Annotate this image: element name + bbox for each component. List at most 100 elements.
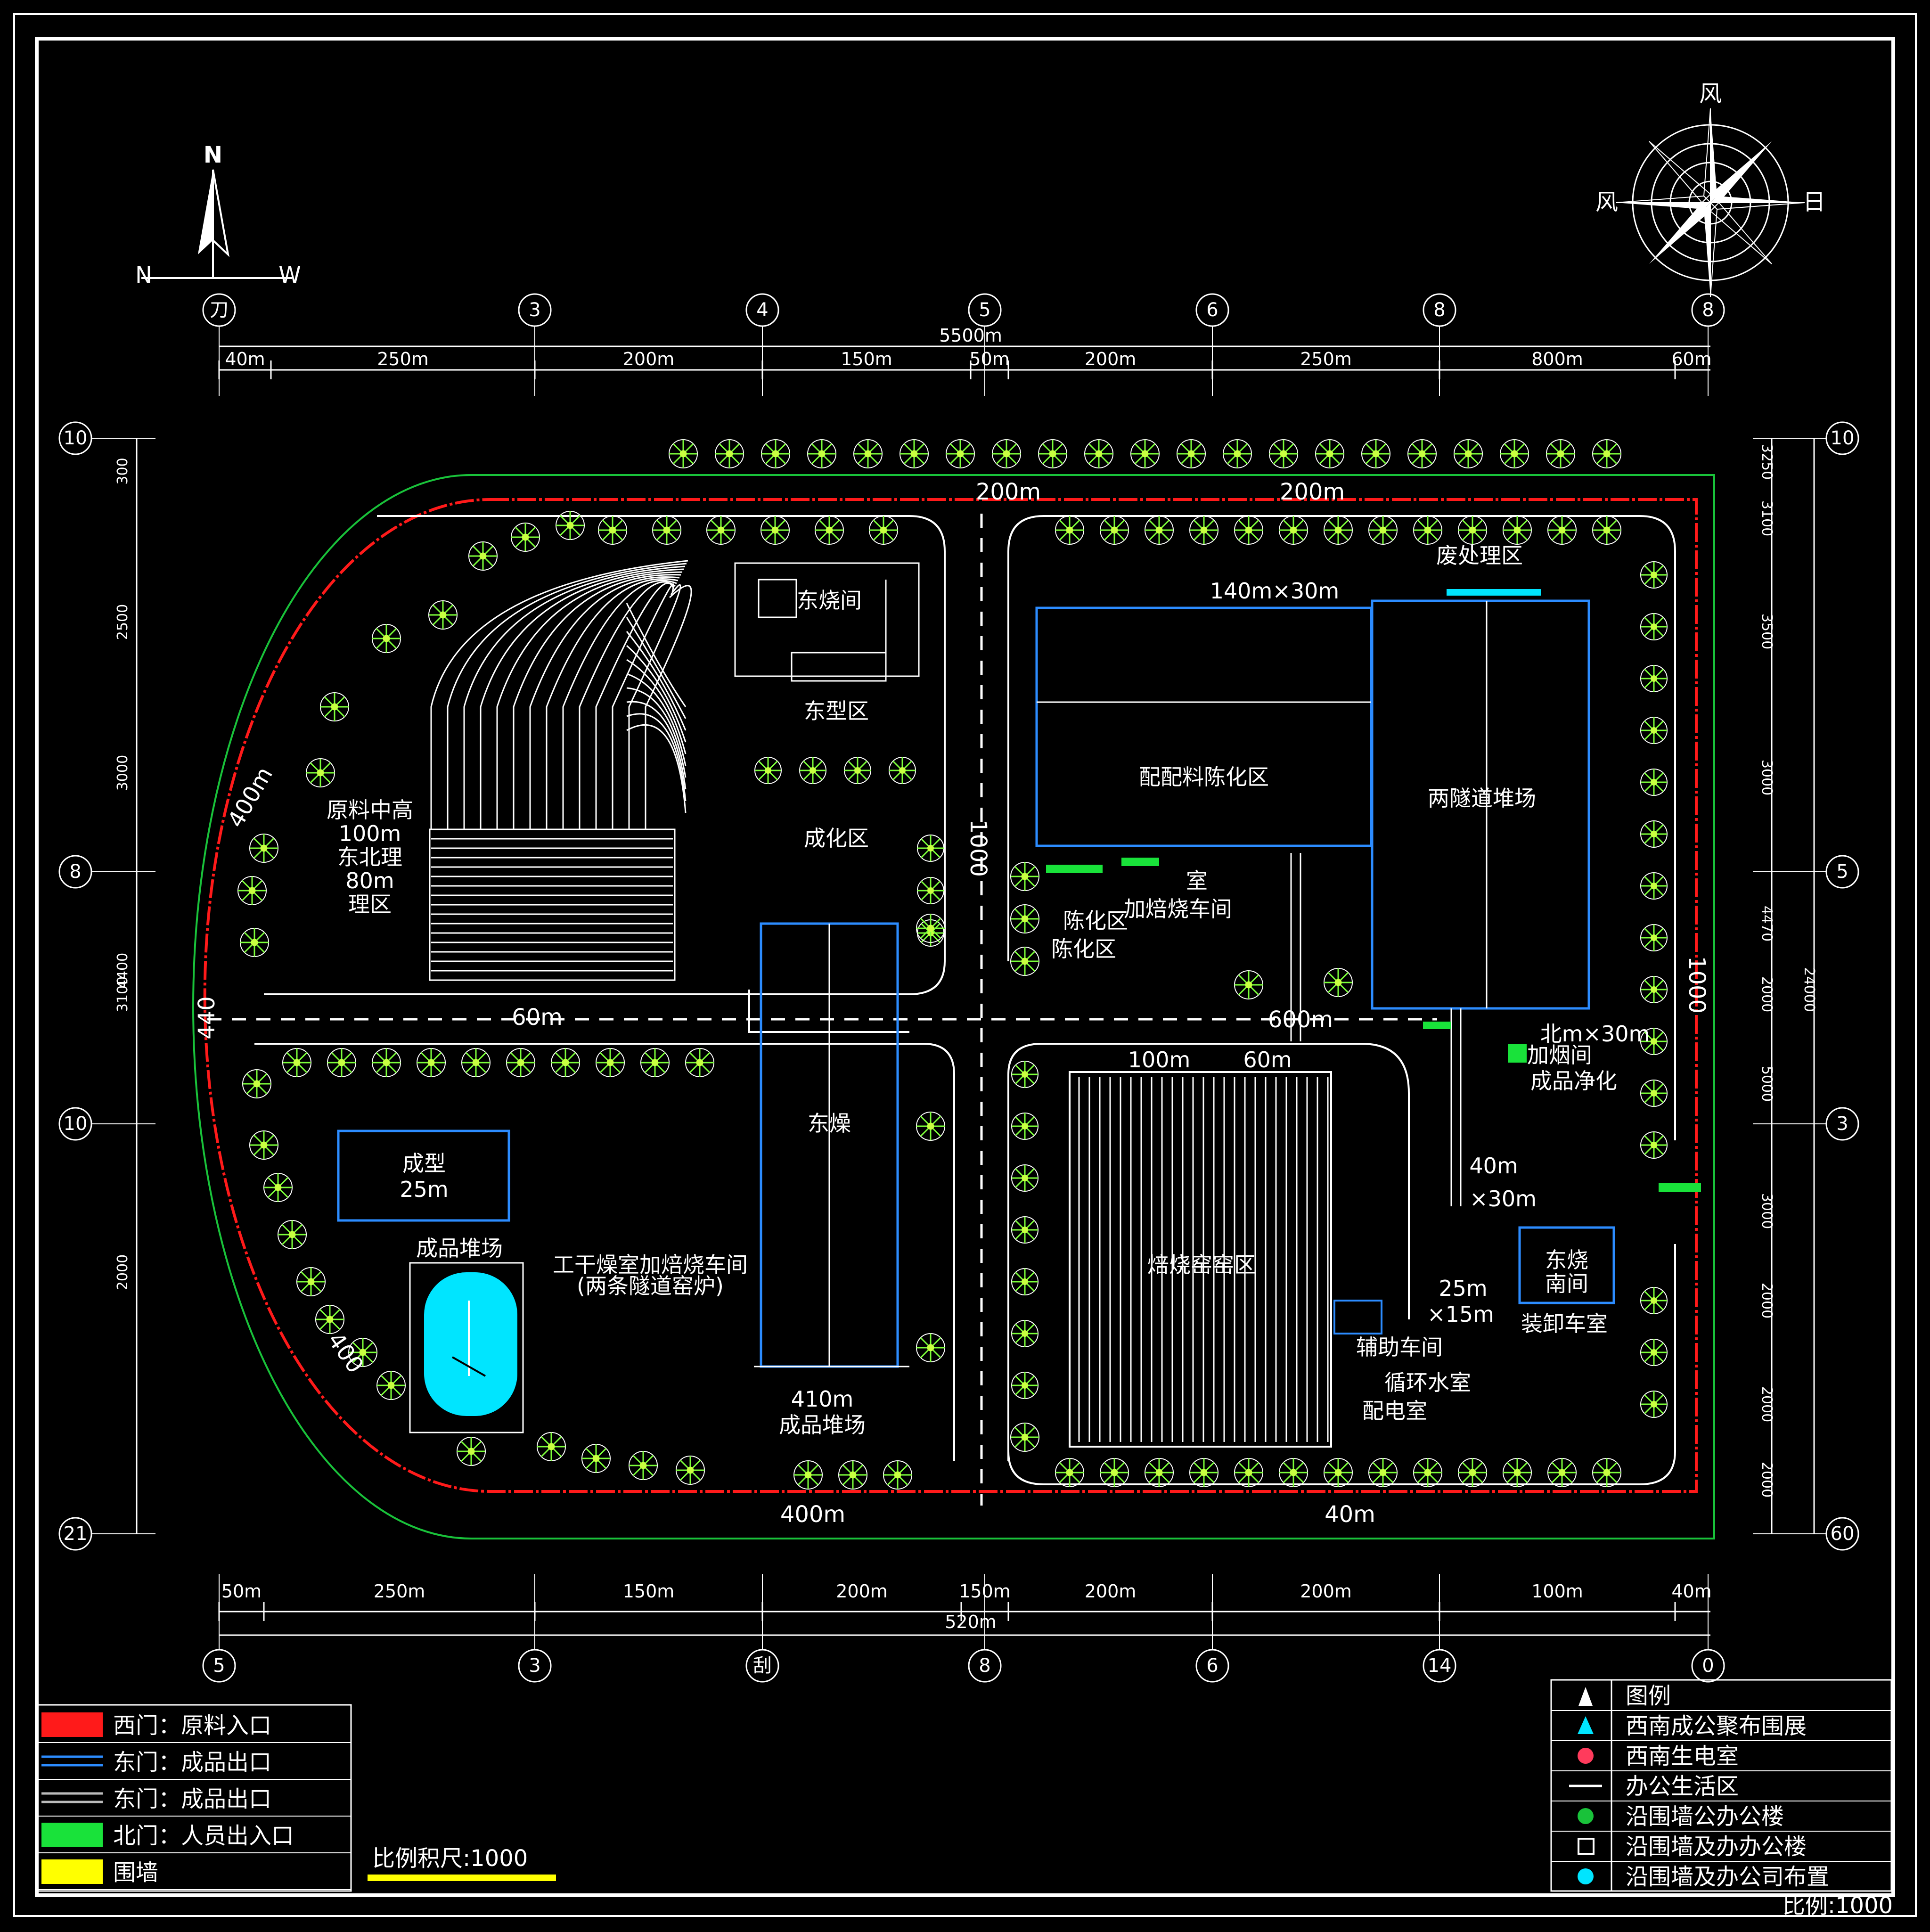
tree-icon [1177, 439, 1206, 468]
dim-bottom-seg-1: 250m [374, 1581, 425, 1602]
dim-top-seg-5: 200m [1085, 349, 1137, 369]
forming-top-label: 东型区 [804, 698, 869, 724]
axis-top-2: 4 [745, 293, 779, 396]
tree-icon [1503, 1458, 1532, 1487]
axis-top-5: 8 [1423, 293, 1456, 396]
axis-left-2: 10 [58, 1107, 155, 1141]
inner-frame [35, 37, 1895, 1897]
tree-icon [1010, 1423, 1039, 1452]
axis-right-0: 10 [1753, 421, 1859, 455]
dim-25-l2: ×15m [1427, 1302, 1494, 1327]
legend-right-text-1: 西南生电室 [1626, 1743, 1739, 1769]
raw-zone-l5: 理区 [348, 892, 392, 917]
tree-icon [598, 516, 627, 545]
forming-l2: 25m [400, 1177, 448, 1202]
tree-icon [685, 1048, 714, 1077]
raw-zone-l2: 100m [339, 821, 401, 846]
axis-bottom-6: 0 [1691, 1574, 1725, 1683]
tree-icon [640, 1048, 670, 1077]
tree-icon [761, 439, 790, 468]
legend-left-text-1: 东门：成品出口 [113, 1749, 271, 1776]
tree-icon [581, 1444, 611, 1473]
axis-bottom-2: 刮 [745, 1574, 779, 1683]
axis-bottom-3: 8 [968, 1574, 1002, 1683]
dim-right-7: 3000 [1758, 1193, 1775, 1229]
legend-right-row-2: 办公生活区 [1551, 1770, 1891, 1800]
tree-icon [1100, 516, 1129, 545]
dim-arc-lower: 400 [322, 1327, 368, 1378]
svg-text:8: 8 [69, 861, 81, 883]
product-yard-l2: 成品堆场 [779, 1412, 866, 1438]
tree-icon [1361, 439, 1390, 468]
tree-icon [1640, 1339, 1668, 1366]
svg-text:刀: 刀 [210, 299, 229, 321]
legend-right: 图例 西南成公聚布围展西南生电室办公生活区沿围墙公办公楼沿围墙及办办公楼沿围墙及… [1550, 1679, 1892, 1892]
tree-icon [916, 1112, 945, 1141]
dim-top-total: 5500m [939, 325, 1002, 346]
tree-icon [1145, 516, 1174, 545]
tree-icon [468, 541, 498, 571]
chenhua2-l2: 陈化区 [1051, 936, 1116, 962]
legend-left-row-3: 北门：人员出入口 [38, 1823, 351, 1853]
raw-zone-l3: 东北理 [337, 844, 402, 870]
rose-top-label: 风 [1699, 81, 1722, 107]
tree-icon [237, 876, 267, 905]
tree-icon [1640, 1028, 1668, 1055]
tree-icon [1640, 613, 1668, 640]
svg-text:3: 3 [1836, 1113, 1848, 1135]
tree-icon [652, 516, 681, 545]
svg-text:8: 8 [1433, 299, 1445, 321]
kiln-building [1069, 1071, 1332, 1448]
axis-left-0: 10 [58, 421, 155, 455]
tunnel-yard-building [1371, 599, 1590, 1010]
dry-room-l1: 工干燥室加焙烧车间 [553, 1252, 748, 1277]
tree-icon [838, 1460, 867, 1490]
legend-left-row-2: 东门：成品出口 [38, 1786, 351, 1817]
dim-top-seg-1: 250m [377, 349, 429, 369]
tree-icon [916, 914, 945, 943]
tree-icon [372, 624, 401, 653]
tree-icon [263, 1173, 293, 1202]
tree-icon [1592, 439, 1621, 468]
tree-icon [1011, 1216, 1039, 1244]
tree-icon [1324, 516, 1353, 545]
tree-icon [1055, 1458, 1084, 1487]
dim-60-label: 60m [1243, 1047, 1292, 1072]
tree-icon [372, 1048, 401, 1077]
tree-icon [1189, 516, 1219, 545]
tree-icon [1084, 439, 1113, 468]
tree-icon [1234, 516, 1263, 545]
tree-icon [869, 516, 898, 545]
tree-icon [1413, 516, 1442, 545]
dim-right-1: 3100 [1758, 500, 1775, 536]
axis-top-0: 刀 [202, 293, 236, 396]
legend-left-text-0: 西门：原料入口 [113, 1712, 271, 1739]
tree-icon [761, 516, 790, 545]
tree-icon [1547, 1458, 1577, 1487]
legend-left-text-4: 围墙 [113, 1859, 158, 1886]
north-label: N [204, 142, 222, 168]
peiliao-label: 配配料陈化区 [1139, 764, 1269, 790]
dim-bottom-seg-0: 50m [221, 1581, 262, 1602]
tree-icon [1011, 1372, 1039, 1399]
dim-top-seg-2: 200m [623, 349, 675, 369]
legend-left-row-4: 围墙 [38, 1859, 351, 1890]
red-enclosure-wall [203, 498, 1698, 1493]
tree-icon [1592, 516, 1621, 545]
tree-icon [1503, 516, 1532, 545]
tree-icon [669, 439, 698, 468]
legend-arrow-icon [1578, 1687, 1593, 1706]
tree-icon [1234, 970, 1263, 999]
dim-right-9: 2000 [1758, 1386, 1775, 1422]
tree-icon [1640, 769, 1668, 796]
tree-icon [883, 1460, 912, 1490]
raw-zone-l1: 原料中高 [327, 797, 413, 823]
tree-icon [242, 1069, 271, 1098]
kiln-label: 焙烧窑窑区 [1147, 1252, 1256, 1277]
tree-icon [348, 1338, 377, 1367]
svg-text:8: 8 [979, 1655, 990, 1677]
tree-icon [889, 757, 916, 784]
tree-icon [1458, 1458, 1487, 1487]
